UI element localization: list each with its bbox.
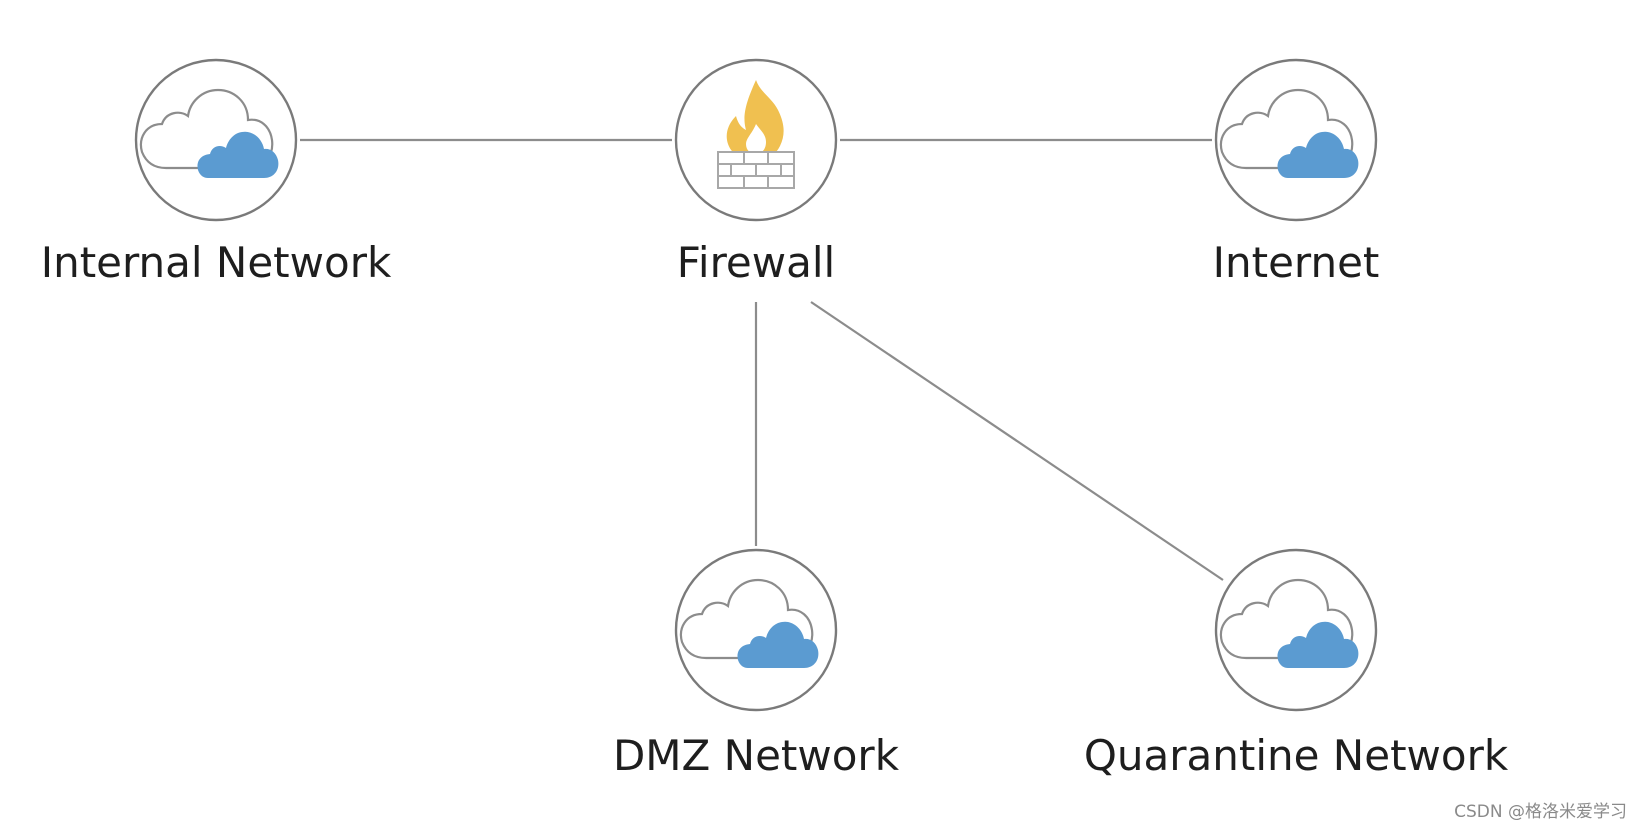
node-label-internet: Internet bbox=[1212, 238, 1380, 287]
flame-icon bbox=[726, 80, 784, 162]
node-dmz bbox=[674, 548, 838, 712]
brick-wall-icon bbox=[717, 151, 795, 189]
watermark-text: CSDN @格洛米爱学习 bbox=[1454, 802, 1627, 822]
node-internet bbox=[1214, 58, 1378, 222]
node-label-quarantine: Quarantine Network bbox=[1083, 731, 1509, 780]
node-label-internal: Internal Network bbox=[40, 238, 392, 287]
edges bbox=[300, 138, 1224, 581]
flame-core bbox=[746, 124, 766, 154]
node-internal bbox=[134, 58, 298, 222]
firewall-icon bbox=[717, 80, 795, 189]
node-label-dmz: DMZ Network bbox=[612, 731, 900, 780]
node-label-firewall: Firewall bbox=[676, 238, 836, 287]
edge-firewall-quarantine bbox=[810, 301, 1224, 581]
nodes bbox=[134, 58, 1378, 712]
node-firewall bbox=[674, 58, 838, 222]
node-quarantine bbox=[1214, 548, 1378, 712]
